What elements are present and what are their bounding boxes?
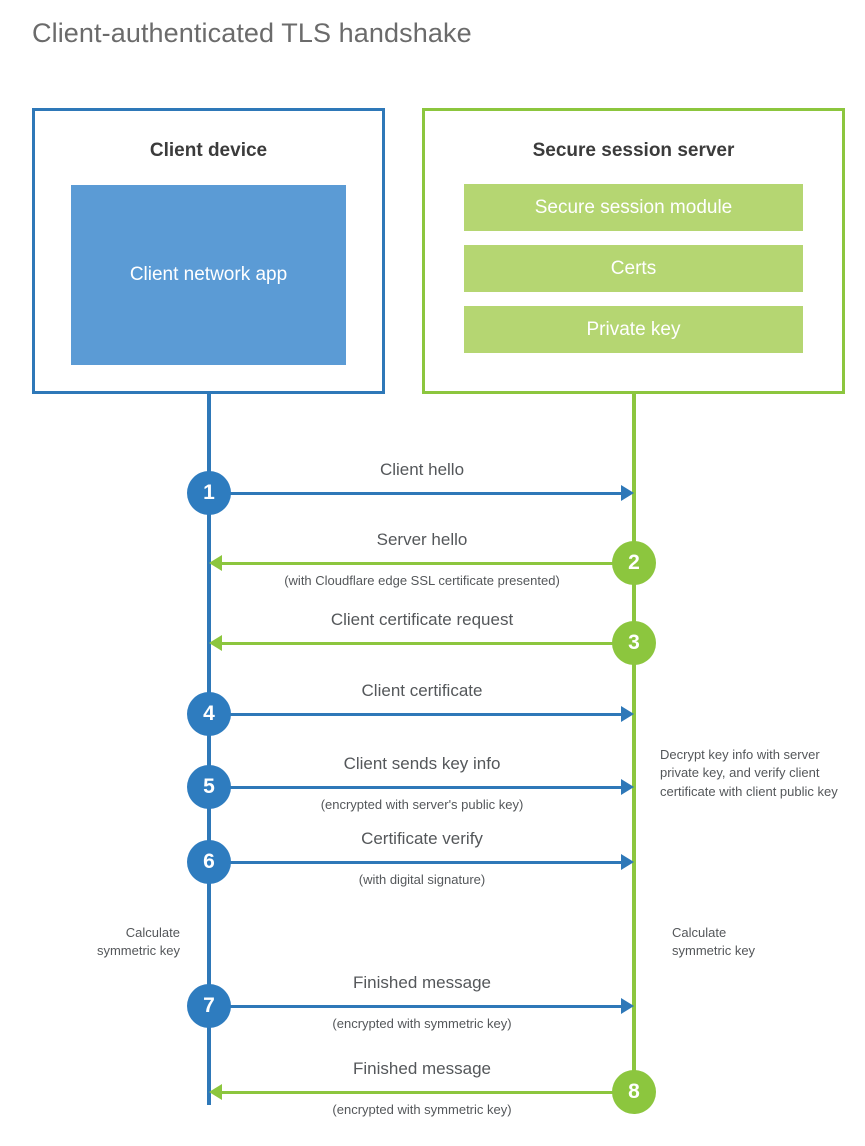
step-7-arrow-line [209, 1005, 623, 1008]
step-circle-8[interactable]: 8 [612, 1070, 656, 1114]
step-1-arrow-line [209, 492, 623, 495]
step-3-arrow-line [220, 642, 634, 645]
note-decrypt-key-info: Decrypt key info with server private key… [660, 747, 838, 799]
step-1-label: Client hello [379, 460, 465, 479]
step-circle-5[interactable]: 5 [187, 765, 231, 809]
step-8-sublabel: (encrypted with symmetric key) [332, 1102, 512, 1117]
step-4-label: Client certificate [361, 681, 483, 700]
step-8-arrow-head [209, 1084, 222, 1100]
step-6-arrow-line [209, 861, 623, 864]
note-calculate-symmetric-key-client: Calculate symmetric key [96, 925, 180, 959]
step-6-label: Certificate verify [361, 829, 483, 848]
step-circle-1[interactable]: 1 [187, 471, 231, 515]
step-circle-4[interactable]: 4 [187, 692, 231, 736]
step-8-label: Finished message [353, 1059, 491, 1078]
server-lifeline [632, 391, 636, 1092]
step-4-arrow-head [621, 706, 634, 722]
step-7-label: Finished message [353, 973, 491, 992]
server-block-certs: Certs [464, 245, 803, 292]
step-4-arrow-line [209, 713, 623, 716]
step-3-label: Client certificate request [330, 610, 514, 629]
server-block-secure-session-module: Secure session module [464, 184, 803, 231]
step-2-label: Server hello [376, 530, 468, 549]
step-3-arrow-head [209, 635, 222, 651]
step-2-arrow-head [209, 555, 222, 571]
client-device-box: Client device Client network app [32, 108, 385, 394]
step-5-label: Client sends key info [343, 754, 501, 773]
step-6-arrow-head [621, 854, 634, 870]
note-calculate-symmetric-key-server: Calculate symmetric key [672, 925, 756, 959]
secure-session-server-title: Secure session server [532, 140, 735, 161]
step-8-arrow-line [220, 1091, 634, 1094]
step-7-arrow-head [621, 998, 634, 1014]
step-5-arrow-head [621, 779, 634, 795]
step-5-sublabel: (encrypted with server's public key) [320, 797, 524, 812]
step-5-arrow-line [209, 786, 623, 789]
server-block-private-key: Private key [464, 306, 803, 353]
client-network-app-block: Client network app [71, 185, 346, 365]
client-device-title: Client device [149, 140, 268, 161]
step-6-sublabel: (with digital signature) [358, 872, 486, 887]
client-lifeline [207, 391, 211, 1105]
secure-session-server-box: Secure session server Secure session mod… [422, 108, 845, 394]
step-circle-3[interactable]: 3 [612, 621, 656, 665]
step-7-sublabel: (encrypted with symmetric key) [332, 1016, 512, 1031]
step-circle-6[interactable]: 6 [187, 840, 231, 884]
step-circle-2[interactable]: 2 [612, 541, 656, 585]
step-2-sublabel: (with Cloudflare edge SSL certificate pr… [284, 573, 560, 588]
step-circle-7[interactable]: 7 [187, 984, 231, 1028]
step-2-arrow-line [220, 562, 634, 565]
page-title: Client-authenticated TLS handshake [32, 18, 472, 48]
step-1-arrow-head [621, 485, 634, 501]
